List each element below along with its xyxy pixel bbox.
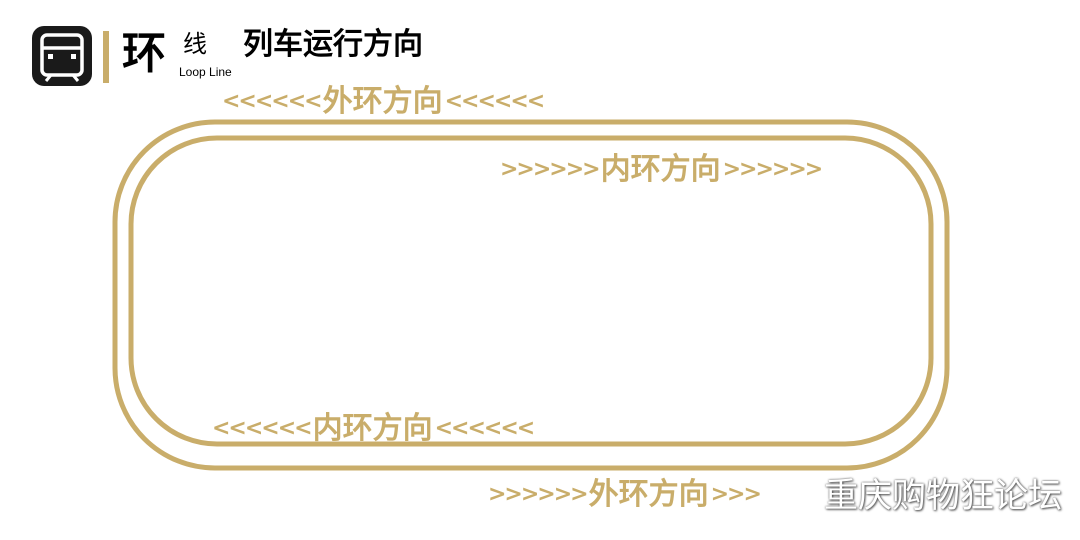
inner-loop-track bbox=[128, 135, 934, 447]
right-chevrons-icon: >>>>>> bbox=[722, 157, 824, 182]
direction-label: 内环方向 bbox=[600, 152, 721, 187]
direction-label: 外环方向 bbox=[588, 477, 709, 512]
line-name-suffix: 线 bbox=[183, 30, 207, 58]
watermark: 重庆购物狂论坛 bbox=[824, 476, 1062, 516]
metro-train-icon bbox=[32, 26, 92, 86]
left-chevrons-icon: <<<<<< bbox=[222, 89, 323, 114]
page-title: 列车运行方向 bbox=[243, 27, 423, 62]
right-chevrons-icon: >>> bbox=[710, 482, 762, 507]
inner-ring-direction-top: >>>>>> 内环方向 >>>>>> bbox=[500, 152, 824, 188]
right-chevrons-icon: >>>>>> bbox=[500, 157, 601, 182]
direction-label: 内环方向 bbox=[312, 411, 433, 446]
left-chevrons-icon: <<<<<< bbox=[444, 89, 546, 114]
line-name: 环 bbox=[122, 28, 166, 79]
outer-ring-direction-bottom: >>>>>> 外环方向 >>> bbox=[488, 477, 762, 513]
title-accent-bar bbox=[103, 31, 109, 83]
right-chevrons-icon: >>>>>> bbox=[488, 482, 589, 507]
outer-ring-direction-top: <<<<<< 外环方向 <<<<<< bbox=[222, 84, 546, 120]
left-chevrons-icon: <<<<<< bbox=[434, 416, 536, 441]
outer-loop-track bbox=[112, 119, 950, 471]
left-chevrons-icon: <<<<<< bbox=[212, 416, 313, 441]
inner-ring-direction-bottom: <<<<<< 内环方向 <<<<<< bbox=[212, 411, 536, 447]
direction-label: 外环方向 bbox=[322, 84, 443, 119]
line-name-english: Loop Line bbox=[179, 65, 232, 79]
